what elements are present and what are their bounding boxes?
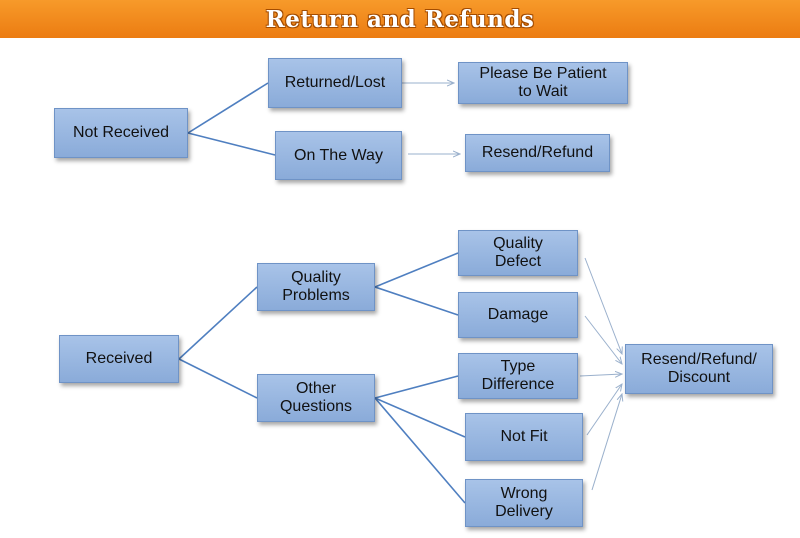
arrow-notfit-to-discount (586, 384, 622, 436)
node-received: Received (59, 335, 179, 383)
arrow-wrong-to-discount (591, 394, 622, 491)
branch-other-wrong (374, 397, 466, 504)
arrow-defect-to-discount (584, 257, 622, 354)
node-other-questions: Other Questions (257, 374, 375, 422)
node-returned-lost: Returned/Lost (268, 58, 402, 108)
node-please-be-patient: Please Be Patient to Wait (458, 62, 628, 104)
node-resend-refund: Resend/Refund (465, 134, 610, 172)
arrow-damage-to-discount (584, 315, 622, 364)
title-bar: Return and Refunds (0, 0, 800, 38)
branch-received-other (178, 358, 258, 399)
node-type-difference: Type Difference (458, 353, 578, 399)
node-damage: Damage (458, 292, 578, 338)
branch-not-received-on-the-way (187, 132, 276, 156)
page-title: Return and Refunds (265, 5, 535, 33)
node-quality-defect: Quality Defect (458, 230, 578, 276)
branch-quality-defect (374, 252, 459, 288)
node-quality-problems: Quality Problems (257, 263, 375, 311)
arrow-type-to-discount (579, 374, 622, 376)
node-not-fit: Not Fit (465, 413, 583, 461)
node-resend-refund-discount: Resend/Refund/ Discount (625, 344, 773, 394)
node-not-received: Not Received (54, 108, 188, 158)
branch-not-received-returned (187, 82, 269, 134)
branch-other-type (374, 375, 459, 399)
node-wrong-delivery: Wrong Delivery (465, 479, 583, 527)
branch-quality-damage (374, 286, 459, 316)
branch-other-notfit (374, 397, 466, 438)
branch-received-quality (178, 286, 258, 360)
node-on-the-way: On The Way (275, 131, 402, 180)
